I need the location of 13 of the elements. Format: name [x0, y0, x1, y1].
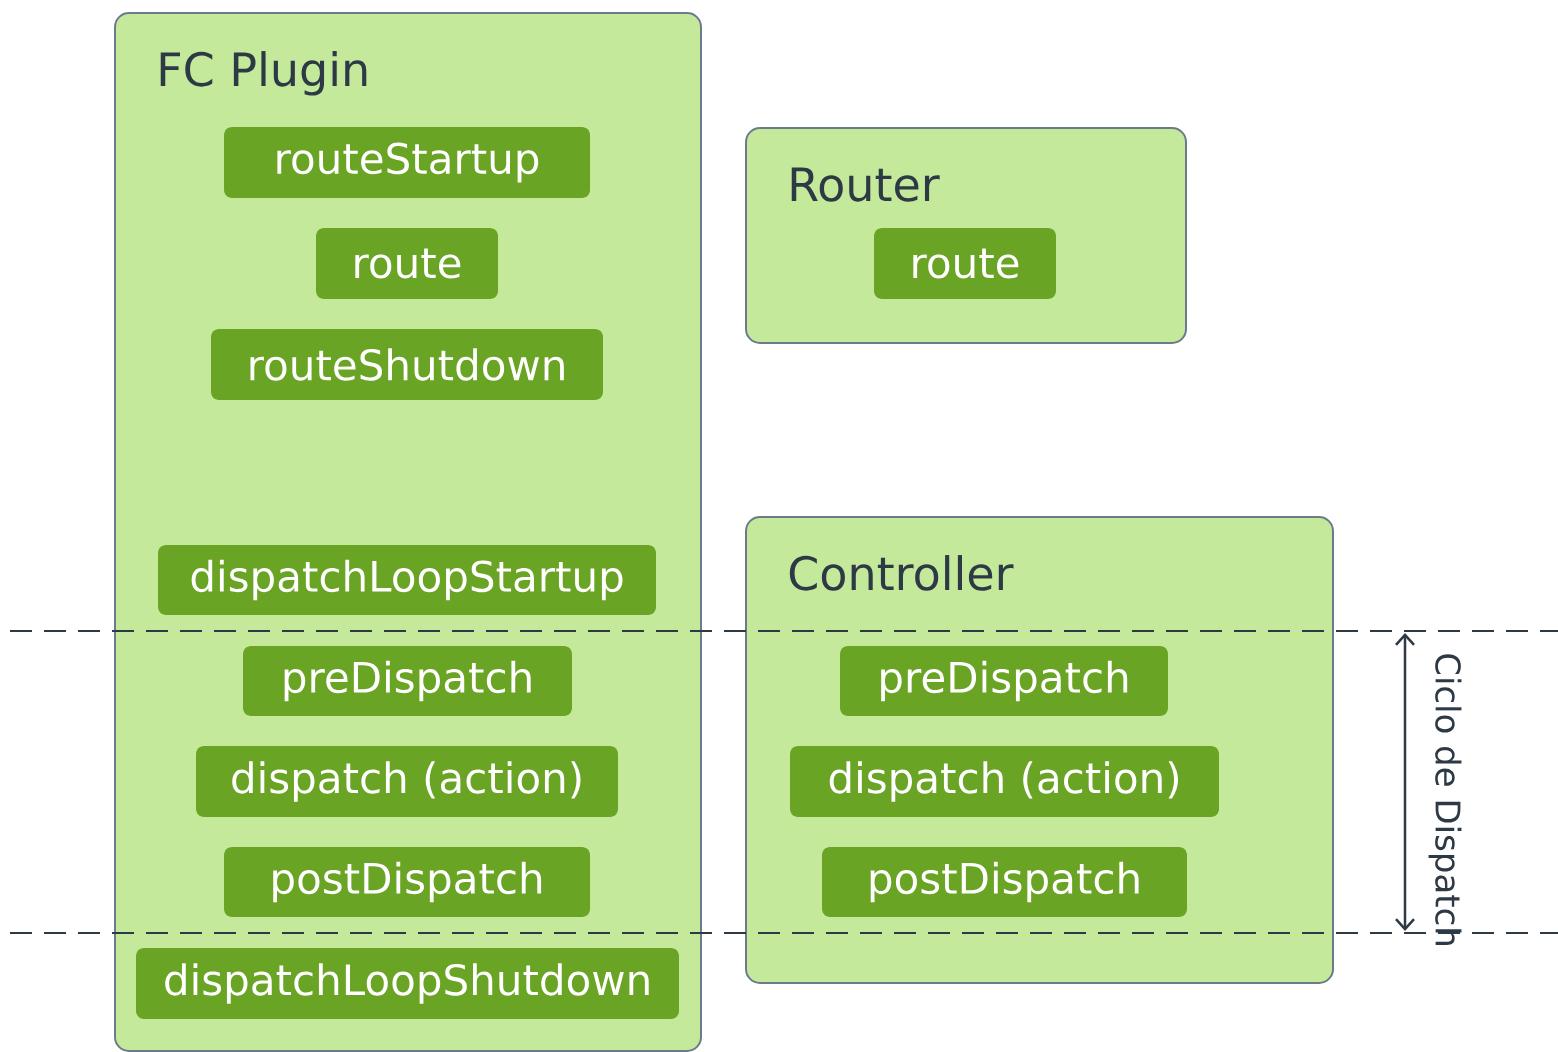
- hook-box: preDispatch: [840, 646, 1168, 716]
- hook-box: dispatch (action): [790, 746, 1219, 817]
- cycle-label: Ciclo de Dispatch: [1428, 654, 1462, 945]
- hook-box: postDispatch: [224, 847, 590, 917]
- hook-box: preDispatch: [243, 646, 572, 716]
- hook-box: postDispatch: [822, 847, 1187, 917]
- hook-box: dispatch (action): [196, 746, 618, 817]
- hook-box: route: [874, 228, 1056, 299]
- hook-box: route: [316, 228, 498, 299]
- hook-box: dispatchLoopShutdown: [136, 948, 679, 1019]
- hook-box: dispatchLoopStartup: [158, 545, 656, 615]
- hook-box: routeShutdown: [211, 329, 603, 400]
- hook-box: routeStartup: [224, 127, 590, 198]
